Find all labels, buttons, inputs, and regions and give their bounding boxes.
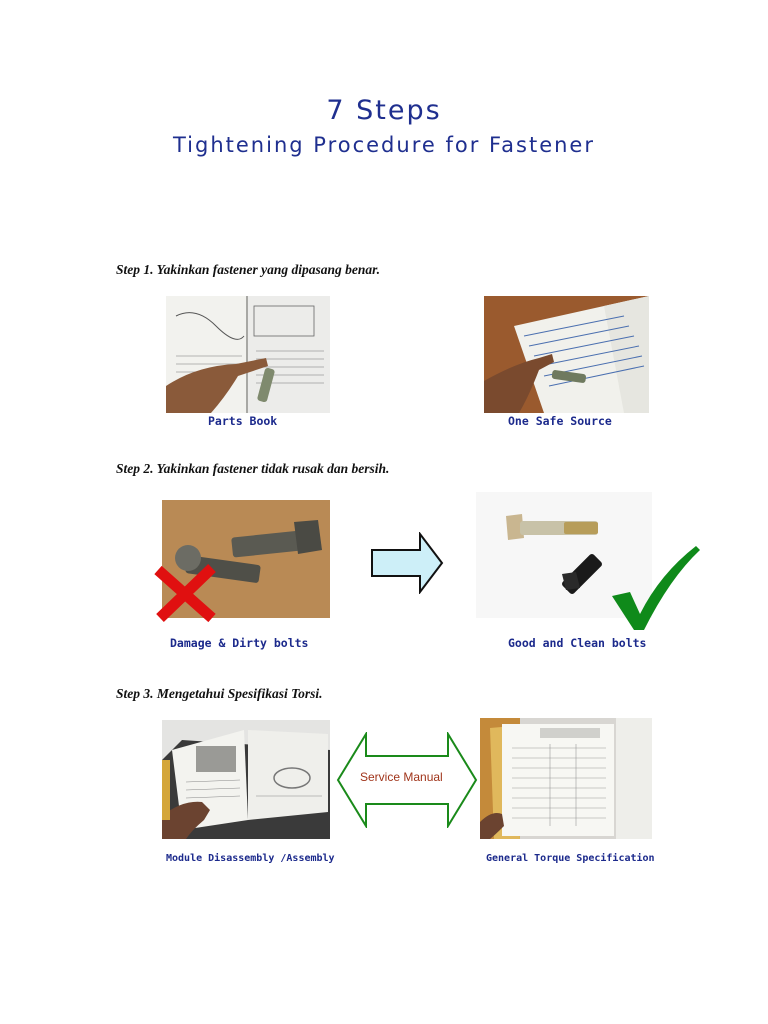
page-title: 7 Steps xyxy=(326,95,442,126)
double-arrow-icon xyxy=(336,732,478,828)
step-2-heading: Step 2. Yakinkan fastener tidak rusak da… xyxy=(116,461,390,476)
step-1-heading: Step 1. Yakinkan fastener yang dipasang … xyxy=(116,262,381,277)
parts-book-caption: Parts Book xyxy=(208,414,278,428)
page-subtitle: Tightening Procedure for Fastener xyxy=(173,133,595,157)
damaged-bolts-caption: Damage & Dirty bolts xyxy=(170,636,309,650)
clean-bolts-caption: Good and Clean bolts xyxy=(508,636,647,650)
torque-spec-photo xyxy=(480,718,652,839)
module-manual-caption: Module Disassembly /Assembly xyxy=(166,853,335,864)
service-manual-label: Service Manual xyxy=(360,770,443,784)
right-arrow-icon xyxy=(371,532,444,594)
parts-book-photo xyxy=(166,296,330,413)
one-safe-source-caption: One Safe Source xyxy=(508,414,612,428)
green-check-icon xyxy=(612,546,700,630)
one-safe-source-photo xyxy=(484,296,649,413)
module-manual-photo xyxy=(162,720,330,839)
red-cross-icon xyxy=(154,564,216,623)
torque-spec-caption: General Torque Specification xyxy=(486,853,655,864)
step-3-heading: Step 3. Mengetahui Spesifikasi Torsi. xyxy=(116,686,323,701)
